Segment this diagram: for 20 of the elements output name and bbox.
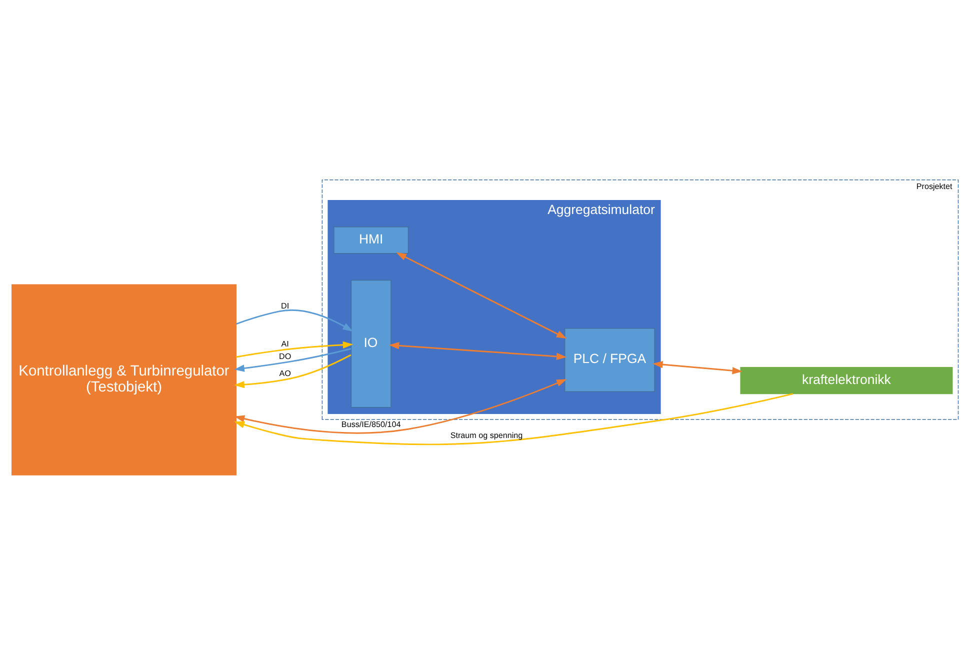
- arrow: [234, 379, 567, 434]
- arrow: [396, 252, 567, 339]
- node-box: HMI: [334, 226, 409, 254]
- arrow: [234, 393, 794, 446]
- arrow: [236, 341, 354, 358]
- edge-label: Straum og spenning: [450, 430, 523, 440]
- arrow: [652, 360, 743, 374]
- arrow: [388, 342, 567, 360]
- node-box: kraftelektronikk: [740, 366, 953, 394]
- arrow: [236, 309, 354, 332]
- edge-label: DI: [281, 301, 290, 310]
- node-box: IO: [350, 280, 392, 408]
- edge-label: AO: [279, 369, 291, 378]
- edge-label: DO: [278, 352, 292, 362]
- edge-label: AI: [281, 340, 289, 349]
- arrow: [234, 348, 352, 372]
- node-box: PLC / FPGA: [564, 328, 655, 392]
- node-box: Kontrollanlegg & Turbinregulator (Testobjekt): [12, 284, 237, 476]
- arrow: [234, 354, 352, 388]
- edge-label: Buss/IE/850/104: [341, 420, 401, 429]
